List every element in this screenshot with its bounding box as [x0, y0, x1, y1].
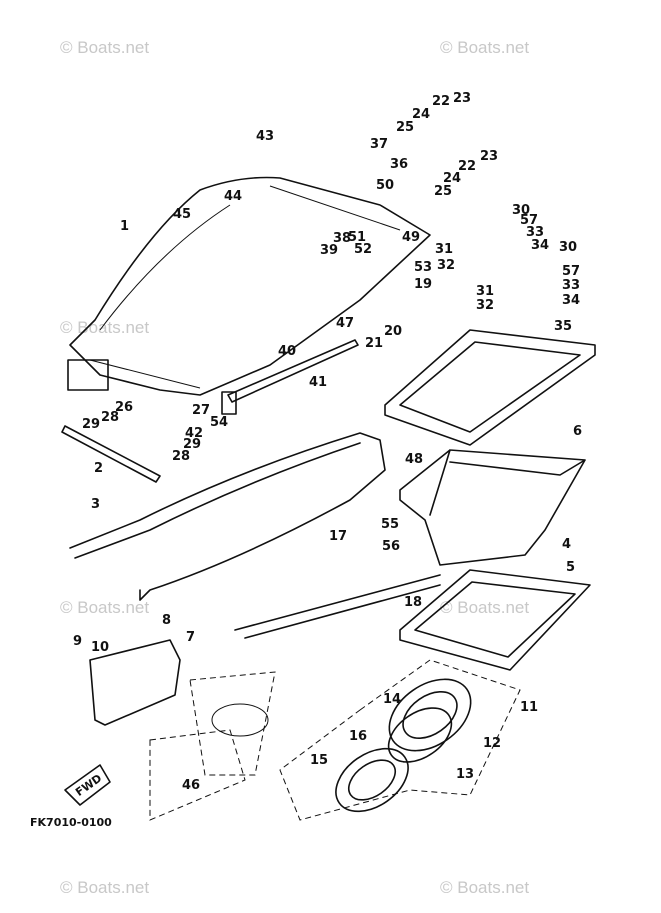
callout-30: 30: [559, 240, 577, 255]
watermark: © Boats.net: [440, 878, 529, 897]
callout-21: 21: [365, 336, 383, 351]
callout-50: 50: [376, 178, 394, 193]
part-1-cover: [69, 176, 431, 396]
callout-57: 57: [520, 213, 538, 228]
part-5-gasket: [399, 569, 591, 671]
callout-35: 35: [554, 319, 572, 334]
callout-7: 7: [186, 630, 195, 645]
callout-12: 12: [483, 736, 501, 751]
callout-2: 2: [94, 461, 103, 476]
callout-33: 33: [526, 225, 544, 240]
callout-57: 57: [562, 264, 580, 279]
callout-34: 34: [531, 238, 549, 253]
callout-6: 6: [573, 424, 582, 439]
callout-46: 46: [182, 778, 200, 793]
part-4-box: [399, 449, 586, 566]
callout-1: 1: [120, 219, 129, 234]
callout-13: 13: [456, 767, 474, 782]
callout-17: 17: [329, 529, 347, 544]
part-3-frame: [69, 432, 386, 601]
callout-22: 22: [458, 159, 476, 174]
part-41-rod: [227, 339, 359, 403]
part-7-bracket: [89, 639, 181, 726]
callout-41: 41: [309, 375, 327, 390]
callout-44: 44: [224, 189, 242, 204]
callout-38: 38: [333, 231, 351, 246]
callout-27: 27: [192, 403, 210, 418]
callout-43: 43: [256, 129, 274, 144]
callout-28: 28: [172, 449, 190, 464]
callout-19: 19: [414, 277, 432, 292]
callout-53: 53: [414, 260, 432, 275]
callout-29: 29: [183, 437, 201, 452]
callout-40: 40: [278, 344, 296, 359]
callout-39: 39: [320, 243, 338, 258]
part-2-bar: [61, 425, 161, 483]
callout-26: 26: [115, 400, 133, 415]
callout-24: 24: [443, 171, 461, 186]
figure-code: FK7010-0100: [30, 816, 112, 829]
callout-20: 20: [384, 324, 402, 339]
callout-45: 45: [173, 207, 191, 222]
callout-36: 36: [390, 157, 408, 172]
callout-33: 33: [562, 278, 580, 293]
part-35-lid: [384, 329, 596, 446]
callout-30: 30: [512, 203, 530, 218]
callout-10: 10: [91, 640, 109, 655]
callout-25: 25: [396, 120, 414, 135]
callout-11: 11: [520, 700, 538, 715]
callout-54: 54: [210, 415, 228, 430]
callout-52: 52: [354, 242, 372, 257]
part-11-group: [279, 659, 521, 821]
callout-15: 15: [310, 753, 328, 768]
callout-28: 28: [101, 410, 119, 425]
callout-14: 14: [383, 692, 401, 707]
callout-23: 23: [453, 91, 471, 106]
watermark: © Boats.net: [440, 38, 529, 57]
callout-42: 42: [185, 426, 203, 441]
callout-23: 23: [480, 149, 498, 164]
callout-32: 32: [476, 298, 494, 313]
part-26-bracket: [67, 359, 109, 391]
callout-37: 37: [370, 137, 388, 152]
watermark: © Boats.net: [60, 598, 149, 617]
callout-48: 48: [405, 452, 423, 467]
callout-22: 22: [432, 94, 450, 109]
callout-16: 16: [349, 729, 367, 744]
callout-18: 18: [404, 595, 422, 610]
fwd-arrow: [64, 764, 111, 806]
callout-29: 29: [82, 417, 100, 432]
callout-51: 51: [348, 230, 366, 245]
callout-24: 24: [412, 107, 430, 122]
callout-56: 56: [382, 539, 400, 554]
watermark: © Boats.net: [440, 598, 529, 617]
fwd-label: FWD: [73, 772, 104, 799]
callout-9: 9: [73, 634, 82, 649]
callout-3: 3: [91, 497, 100, 512]
callout-32: 32: [437, 258, 455, 273]
callout-5: 5: [566, 560, 575, 575]
callout-34: 34: [562, 293, 580, 308]
callout-8: 8: [162, 613, 171, 628]
callout-47: 47: [336, 316, 354, 331]
callout-25: 25: [434, 184, 452, 199]
watermark: © Boats.net: [60, 38, 149, 57]
watermark: © Boats.net: [60, 318, 149, 337]
callout-31: 31: [476, 284, 494, 299]
callout-31: 31: [435, 242, 453, 257]
callout-4: 4: [562, 537, 571, 552]
watermark: © Boats.net: [60, 878, 149, 897]
callout-55: 55: [381, 517, 399, 532]
callout-49: 49: [402, 230, 420, 245]
